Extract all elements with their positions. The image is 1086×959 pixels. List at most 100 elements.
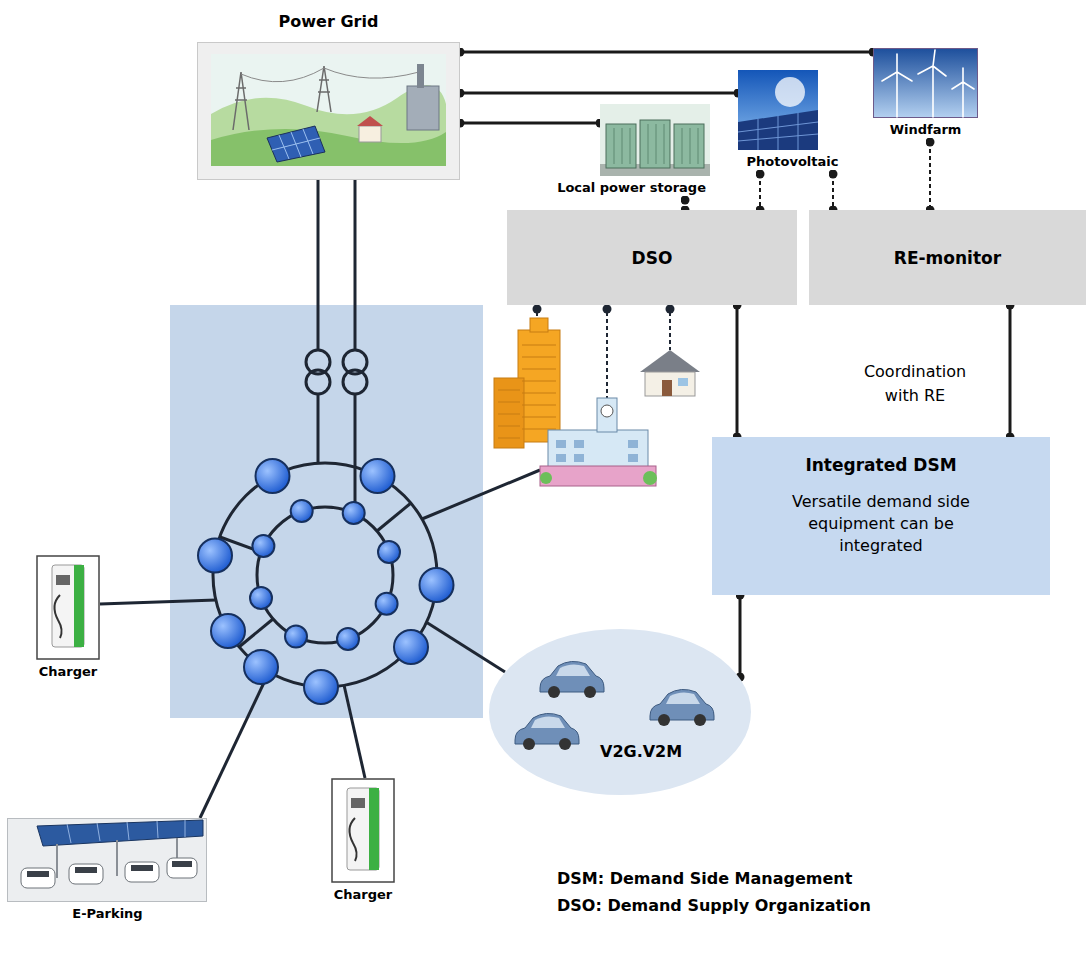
vehicle-group-ellipse-part — [515, 713, 579, 750]
parking-picture-part — [125, 862, 159, 882]
abbreviation-note: DSO: Demand Supply Organization — [557, 895, 871, 917]
feeder-wires-part — [317, 180, 320, 350]
parking-picture-part — [21, 858, 197, 888]
vehicle-group-ellipse-part — [540, 661, 604, 692]
charger-node: Charger — [28, 555, 108, 684]
connector-line — [1009, 305, 1012, 437]
school-building-part — [643, 471, 657, 485]
connector-line — [460, 122, 600, 125]
transformer-symbol — [306, 350, 367, 394]
dashed-connector — [832, 174, 834, 210]
parking-picture-part — [172, 861, 192, 867]
box-title: Integrated DSM — [805, 453, 956, 477]
ring-node-part — [285, 626, 307, 648]
vehicle-group-ellipse-part — [666, 692, 700, 704]
node-label: Charger — [323, 883, 403, 907]
dashed-connector — [929, 142, 931, 210]
windfarm-picture-part — [952, 68, 974, 117]
link-dot-part — [533, 305, 542, 314]
transformer-symbol-part — [343, 370, 367, 394]
charger-picture — [331, 778, 395, 883]
parking-picture-part — [27, 871, 49, 877]
windfarm-picture-part — [874, 49, 978, 118]
vehicle-group-ellipse-part — [531, 716, 565, 728]
connector-line — [739, 595, 742, 677]
node-label: Photovoltaic — [735, 150, 850, 174]
parking-picture-part — [69, 864, 103, 884]
abbreviation-note: DSM: Demand Side Management — [557, 868, 852, 890]
office-building-part — [498, 345, 556, 438]
school-building-part — [601, 405, 613, 417]
ring-node-part — [304, 670, 338, 704]
connector-line — [736, 305, 739, 437]
vehicle-group-ellipse-part — [556, 664, 590, 676]
house-part — [662, 380, 672, 396]
ring-node-part — [252, 535, 274, 557]
power-grid-illustration-part — [211, 129, 446, 166]
feeder-wires-part — [257, 507, 393, 643]
feeder-wires-part — [354, 394, 357, 514]
node-title: Power Grid — [197, 8, 460, 42]
vehicle-group-ellipse-part — [650, 689, 714, 720]
charger-picture-part — [332, 779, 394, 882]
storage-node: Local power storage — [498, 104, 710, 200]
charger-picture-part — [54, 595, 61, 638]
ring-node-part — [420, 568, 454, 602]
school-building-part — [548, 430, 648, 470]
feeder-wires-part — [317, 394, 320, 463]
ring-node-part — [361, 459, 395, 493]
monitor-box: RE-monitor — [809, 210, 1086, 305]
vehicle-group-ellipse-part — [540, 661, 604, 698]
power-grid-illustration-part — [272, 129, 320, 159]
photovoltaic-picture-part — [775, 77, 805, 107]
power-grid-illustration-part — [211, 54, 446, 166]
node-label: V2G.V2M — [600, 742, 682, 762]
vehicle-group-ellipse-part — [515, 713, 579, 744]
ring-node-part — [291, 500, 313, 522]
vehicle-group-ellipse-part — [650, 689, 714, 726]
office-building-part — [530, 318, 548, 332]
vehicle-group-ellipse — [488, 628, 752, 796]
ring-node-part — [394, 630, 428, 664]
ring-node-part — [244, 650, 278, 684]
vehicle-group-ellipse-part — [584, 686, 596, 698]
storage-picture-part — [600, 104, 710, 176]
transformer-symbol-part — [306, 370, 330, 394]
office-building — [494, 318, 560, 448]
power-grid-illustration-part — [267, 126, 325, 162]
windfarm-picture — [873, 48, 978, 118]
parking-picture-part — [131, 865, 153, 871]
ring-node-part — [376, 593, 398, 615]
storage-picture-part — [606, 120, 704, 168]
feeder-wires-part — [377, 503, 411, 531]
node-label: Charger — [28, 660, 108, 684]
link-dot-part — [666, 305, 675, 314]
vehicle-group-ellipse-part — [694, 714, 706, 726]
charger-node: Charger — [323, 778, 403, 907]
power-grid-illustration-part — [359, 126, 381, 142]
ring-node-part — [211, 614, 245, 648]
school-building — [540, 398, 657, 486]
charger-picture-part — [369, 788, 379, 870]
link-dot-part — [603, 305, 612, 314]
link-dot — [533, 305, 675, 314]
charger-picture-part — [52, 565, 84, 647]
house-part — [678, 378, 688, 386]
parking-picture — [7, 818, 207, 902]
power-grid-node: Power Grid — [197, 8, 460, 180]
distribution-area — [170, 305, 483, 718]
feeder-wires-part — [422, 470, 540, 519]
charger-picture — [36, 555, 100, 660]
school-building-part — [540, 472, 552, 484]
power-grid-illustration-part — [417, 64, 424, 88]
parking-picture-part — [21, 868, 55, 888]
house-part — [645, 372, 695, 396]
vehicle-group-ellipse-part — [523, 738, 535, 750]
box-title: RE-monitor — [894, 246, 1001, 270]
vehicle-group-node: V2G.V2M — [488, 628, 752, 796]
parking-picture-part — [37, 820, 203, 846]
feeder-wires-part — [426, 622, 505, 672]
node-label: Windfarm — [868, 118, 983, 142]
connector-label: Coordination with RE — [850, 360, 980, 408]
